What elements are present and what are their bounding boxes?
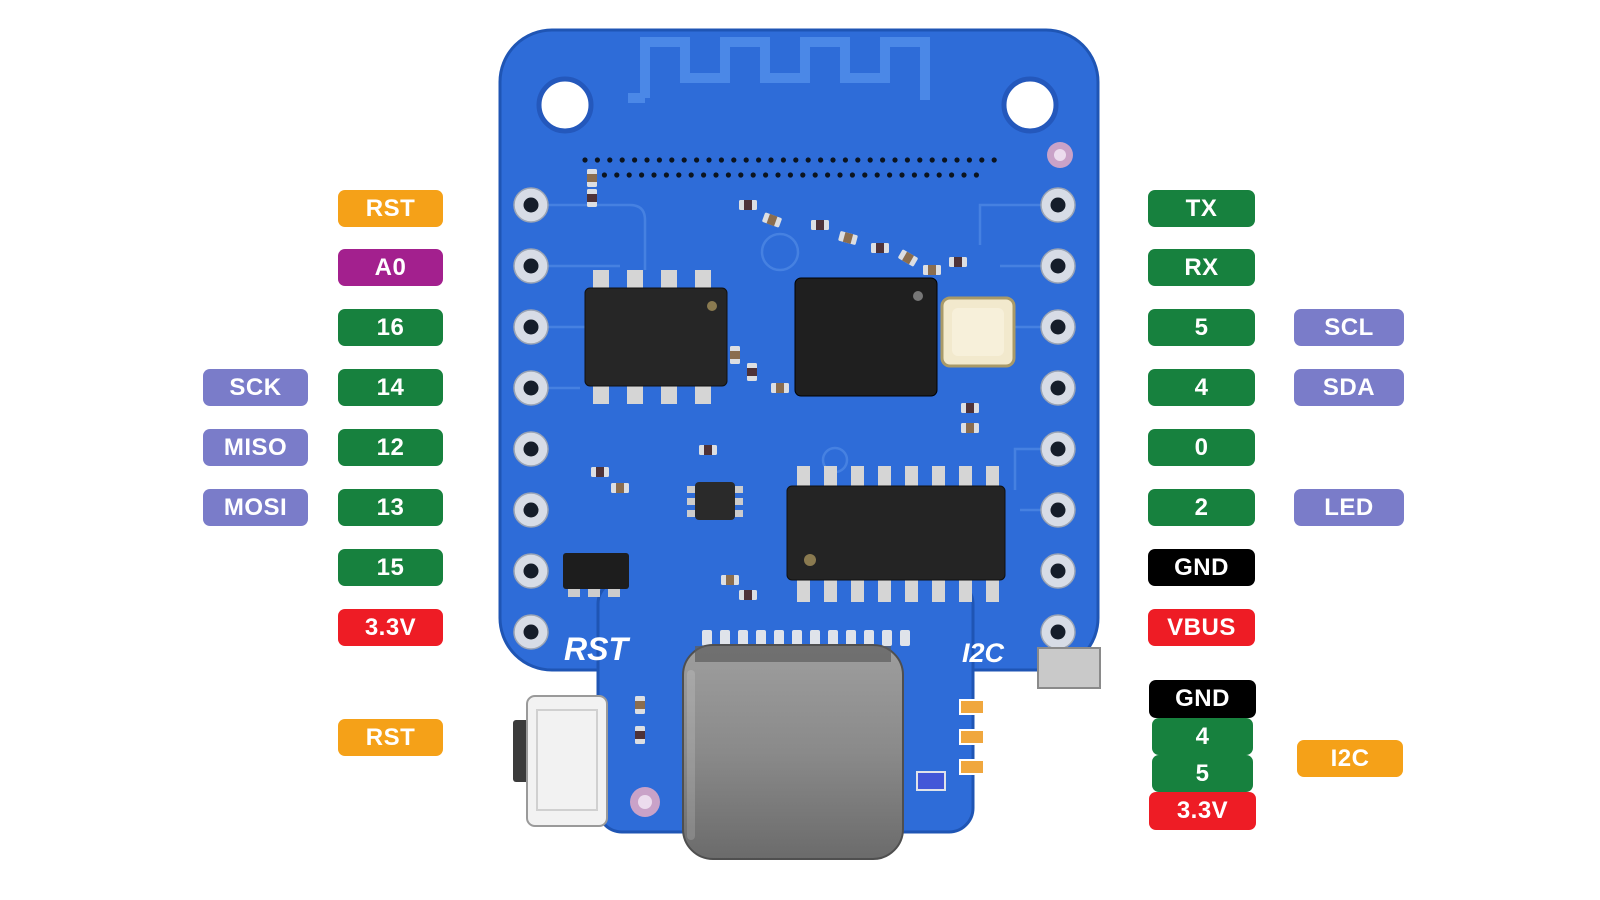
pin-label-16: 16 xyxy=(338,309,443,346)
pin-label-5: 5 xyxy=(1148,309,1255,346)
pin-label-14: 14 xyxy=(338,369,443,406)
antenna-trace xyxy=(628,37,930,103)
usb-serial-chip xyxy=(786,466,1006,602)
via-dots xyxy=(582,157,997,178)
crystal-oscillator xyxy=(940,296,1016,368)
alt-label-miso: MISO xyxy=(203,429,308,466)
gold-pads xyxy=(959,699,985,775)
alt-label-sck: SCK xyxy=(203,369,308,406)
fiducial-top xyxy=(1047,142,1073,168)
pin-label-12: 12 xyxy=(338,429,443,466)
small-ic xyxy=(687,482,743,520)
esp-chip xyxy=(794,277,938,397)
pin-label-vbus: VBUS xyxy=(1148,609,1255,646)
alt-label-mosi: MOSI xyxy=(203,489,308,526)
pin-label-rst-top: RST xyxy=(338,190,443,227)
i2c-pin-gnd: GND xyxy=(1149,680,1256,718)
i2c-pin-5: 5 xyxy=(1152,755,1253,792)
pin-label-tx: TX xyxy=(1148,190,1255,227)
castellated-pads xyxy=(702,630,910,646)
pin-label-3v3-left: 3.3V xyxy=(338,609,443,646)
rst-silkscreen-text: RST xyxy=(564,631,630,667)
i2c-pin-3v3: 3.3V xyxy=(1149,792,1256,830)
usb-c-connector xyxy=(682,644,904,860)
through-hole-pins xyxy=(513,187,1076,650)
mounting-hole-right xyxy=(1001,76,1059,134)
i2c-silkscreen-text: I2C xyxy=(962,638,1005,668)
pin-label-4: 4 xyxy=(1148,369,1255,406)
pin-label-rx: RX xyxy=(1148,249,1255,286)
i2c-pin-4: 4 xyxy=(1152,718,1253,755)
reset-switch xyxy=(513,695,608,827)
mounting-hole-left xyxy=(536,76,594,134)
voltage-regulator xyxy=(563,553,629,597)
board-graphic: RST I2C xyxy=(498,28,1101,860)
io-connector xyxy=(1037,647,1101,689)
pin-label-0: 0 xyxy=(1148,429,1255,466)
pin-label-a0: A0 xyxy=(338,249,443,286)
alt-label-scl: SCL xyxy=(1294,309,1404,346)
fiducial-bottom xyxy=(630,787,660,817)
alt-label-led: LED xyxy=(1294,489,1404,526)
pin-label-2: 2 xyxy=(1148,489,1255,526)
pin-label-gnd: GND xyxy=(1148,549,1255,586)
i2c-group-label: I2C xyxy=(1297,740,1403,777)
alt-label-sda: SDA xyxy=(1294,369,1404,406)
pin-label-15: 15 xyxy=(338,549,443,586)
pin-label-13: 13 xyxy=(338,489,443,526)
pin-label-rst-bottom: RST xyxy=(338,719,443,756)
smd-components xyxy=(587,169,979,744)
blue-smd xyxy=(916,771,946,791)
flash-chip xyxy=(584,270,728,404)
